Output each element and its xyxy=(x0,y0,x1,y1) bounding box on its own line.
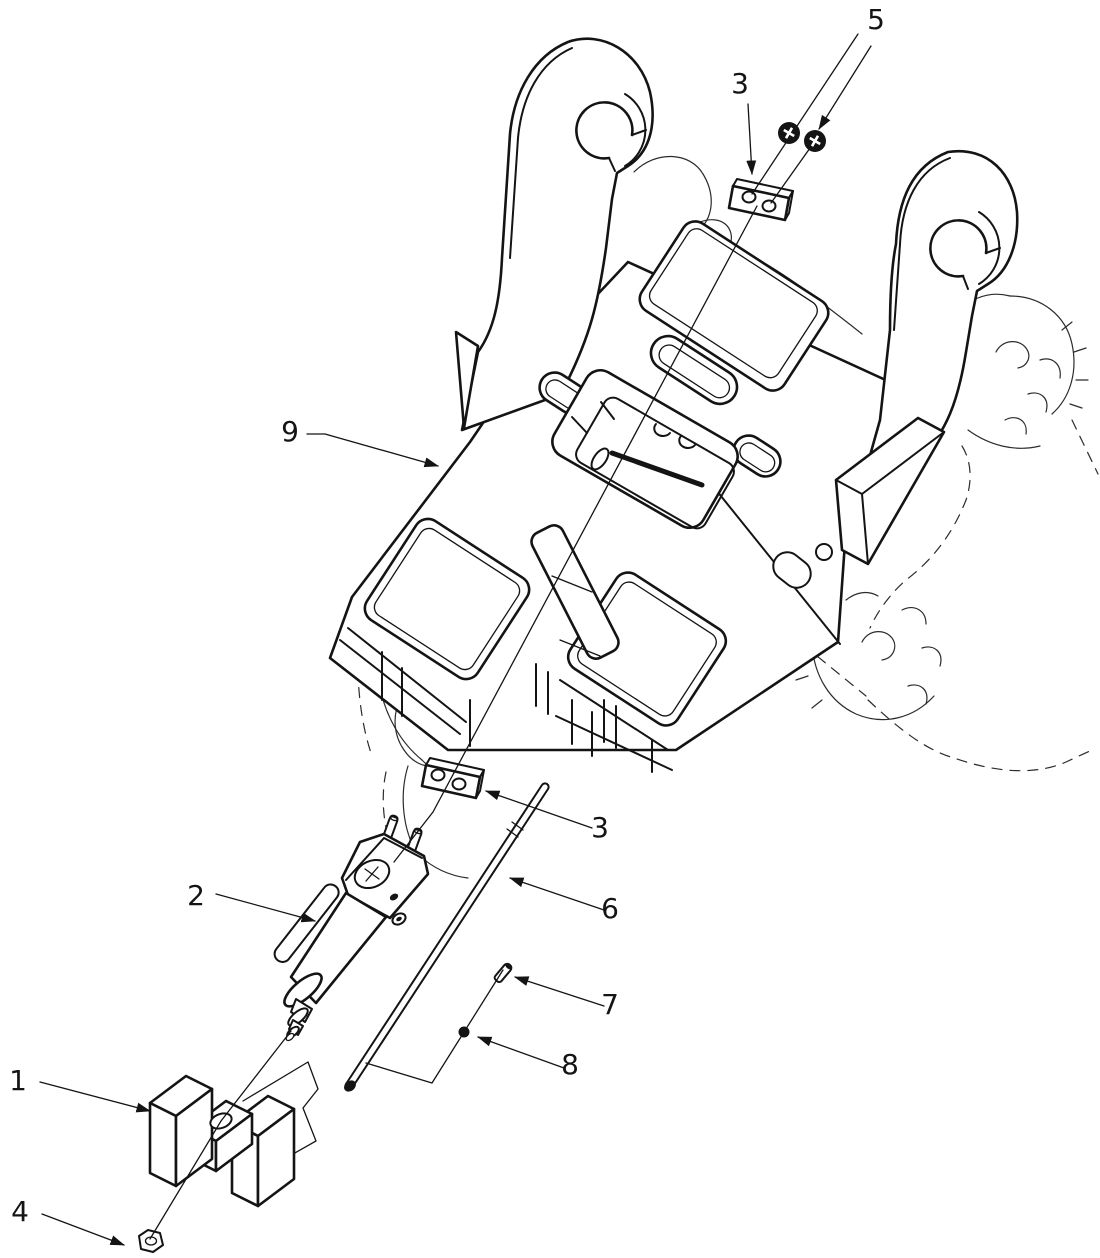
nut-axis-line xyxy=(149,1030,292,1240)
callout-8: 8 xyxy=(561,1048,579,1081)
leader-5 xyxy=(818,45,872,130)
front-pad-left xyxy=(363,517,531,681)
mounting-bracket xyxy=(148,1074,296,1208)
leader-7 xyxy=(514,976,605,1007)
broken-panel xyxy=(242,1061,319,1180)
callout-6: 6 xyxy=(601,892,619,925)
right-hook-opening xyxy=(929,219,988,278)
central-opening xyxy=(551,368,739,530)
small-hole-right xyxy=(732,434,782,478)
right-arm-base-block xyxy=(834,416,946,566)
callout-7: 7 xyxy=(601,988,619,1021)
callout-labels: 1 2 3 3 4 5 6 7 8 9 xyxy=(9,3,885,1228)
front-step-blocks xyxy=(339,627,673,773)
leader-1 xyxy=(39,1081,151,1113)
plate-alignment-line xyxy=(393,205,758,863)
pin-ball-line xyxy=(365,969,504,1084)
cylinder-assembly xyxy=(273,814,430,1042)
left-hook-arm xyxy=(454,37,654,432)
leader-lines xyxy=(39,45,872,1246)
rod-end-cap xyxy=(344,1080,356,1092)
side-round-hole xyxy=(815,543,833,561)
callout-1: 1 xyxy=(9,1064,27,1097)
screw-left xyxy=(778,122,800,144)
top-wear-pad xyxy=(638,220,830,392)
callout-9: 9 xyxy=(281,415,299,448)
callout-3-top: 3 xyxy=(731,67,749,100)
center-divider xyxy=(530,524,620,660)
leader-3-top xyxy=(746,103,757,175)
screws xyxy=(751,33,859,204)
coupler-body xyxy=(328,37,1019,773)
lock-nut xyxy=(138,1229,164,1253)
callout-3-bottom: 3 xyxy=(591,811,609,844)
leader-4 xyxy=(41,1213,125,1246)
callout-2: 2 xyxy=(187,879,205,912)
side-oval-hole xyxy=(772,551,812,589)
leader-3-bottom xyxy=(485,790,593,829)
callout-4: 4 xyxy=(11,1195,29,1228)
clamp-plate-top xyxy=(727,178,794,222)
alignment-lines xyxy=(149,205,758,1240)
clamp-plate-bottom xyxy=(420,757,485,800)
left-hook-opening xyxy=(575,101,634,160)
screw-right xyxy=(804,130,826,152)
left-arm-base-wedge xyxy=(454,330,480,430)
leader-9 xyxy=(306,433,439,468)
leader-2 xyxy=(215,893,316,923)
right-hook-arm xyxy=(834,149,1019,566)
leader-6 xyxy=(509,877,605,911)
oblong-slot xyxy=(649,334,739,406)
callout-5: 5 xyxy=(867,3,885,36)
leader-8 xyxy=(477,1036,565,1069)
push-rod xyxy=(344,782,550,1092)
